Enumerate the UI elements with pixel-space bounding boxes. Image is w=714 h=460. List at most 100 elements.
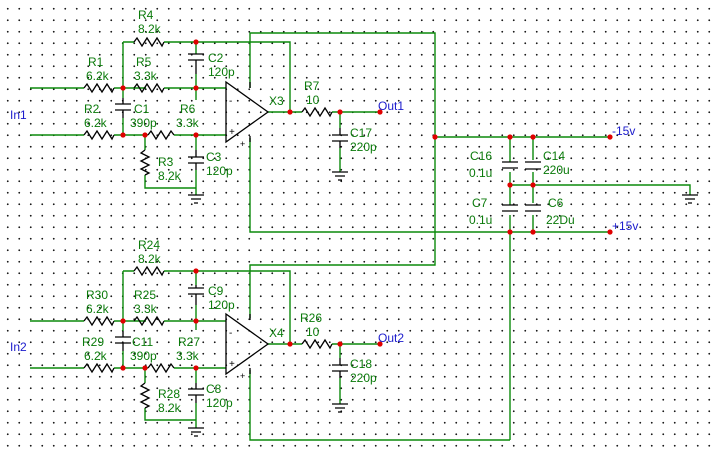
r28-ref-label: R28 xyxy=(158,387,180,401)
capacitor-c2-symbol[interactable] xyxy=(188,53,204,74)
net-label-vneg[interactable]: -15v xyxy=(612,124,635,138)
resistor-r2-symbol[interactable] xyxy=(83,129,115,141)
r30-value-label: 6.2k xyxy=(86,302,110,316)
capacitor-c1-symbol[interactable] xyxy=(115,98,131,118)
c8-ref-label: C8 xyxy=(206,382,222,396)
junctions xyxy=(120,39,613,371)
x3-ref-label: X3 xyxy=(269,94,284,108)
c1-ref-label: C1 xyxy=(134,102,150,116)
capacitor-c17-symbol[interactable] xyxy=(332,128,348,148)
c17-value-label: 220p xyxy=(350,140,377,154)
c3-ref-label: C3 xyxy=(206,150,222,164)
r28-value-label: 8.2k xyxy=(158,401,182,415)
r27-value-label: 3.3k xyxy=(176,349,200,363)
c6-value-label: 22Du xyxy=(546,213,575,227)
c18-ref-label: C18 xyxy=(350,357,372,371)
c9-value-label: 120p xyxy=(208,298,235,312)
capacitor-c11-symbol[interactable] xyxy=(115,331,131,351)
net-label-in2[interactable]: In2 xyxy=(10,340,27,354)
r7-ref-label: R7 xyxy=(304,79,320,93)
c11-ref-label: C11 xyxy=(132,335,153,349)
capacitor-c7-symbol[interactable] xyxy=(502,204,518,212)
r7-value-label: 10 xyxy=(306,93,320,107)
x4-supply-pin-label: + xyxy=(240,371,245,381)
r24-value-label: 8.2k xyxy=(138,252,162,266)
x3-noninverting-pin-label: + xyxy=(229,127,235,138)
r1-value-label: 6.2k xyxy=(86,69,110,83)
ground-symbol xyxy=(188,194,204,204)
x3-supply-pin-label: + xyxy=(240,139,245,149)
resistor-r6-symbol[interactable] xyxy=(147,129,175,141)
r2-value-label: 6.2k xyxy=(84,116,108,130)
r2-ref-label: R2 xyxy=(84,102,100,116)
resistor-r3-symbol[interactable] xyxy=(139,149,151,176)
r6-ref-label: R6 xyxy=(180,102,196,116)
r29-ref-label: R29 xyxy=(82,335,104,349)
net-label-out1[interactable]: Out1 xyxy=(378,99,404,113)
resistor-r4-symbol[interactable] xyxy=(133,36,165,48)
r26-value-label: 10 xyxy=(306,325,320,339)
c7-ref-label: C7 xyxy=(472,196,488,210)
c6-ref-label: C6 xyxy=(548,196,564,210)
r25-ref-label: R25 xyxy=(134,288,156,302)
capacitor-c16-symbol[interactable] xyxy=(502,161,518,169)
x3-inverting-pin-label: - xyxy=(229,96,232,107)
ground-symbol xyxy=(332,403,348,413)
r4-ref-label: R4 xyxy=(138,8,154,22)
capacitor-c6-symbol[interactable] xyxy=(525,204,541,212)
c14-ref-label: C14 xyxy=(543,149,565,163)
ground-symbol xyxy=(188,427,204,437)
ground-symbol xyxy=(332,171,348,181)
resistor-r29-symbol[interactable] xyxy=(83,362,115,374)
c14-value-label: 220u xyxy=(543,163,570,177)
r26-ref-label: R26 xyxy=(300,311,322,325)
x4-noninverting-pin-label: + xyxy=(229,359,235,370)
x4-inverting-pin-label: - xyxy=(229,328,232,339)
opamp-x3-symbol[interactable] xyxy=(225,80,270,144)
c17-ref-label: C17 xyxy=(350,126,372,140)
resistor-r1-symbol[interactable] xyxy=(83,82,115,94)
c7-value-label: 0.1u xyxy=(469,213,492,227)
c11-value-label: 390p xyxy=(130,349,157,363)
resistor-r27-symbol[interactable] xyxy=(147,362,175,374)
r30-ref-label: R30 xyxy=(86,288,108,302)
capacitor-c9-symbol[interactable] xyxy=(188,285,204,305)
c3-value-label: 120p xyxy=(206,164,233,178)
resistor-r30-symbol[interactable] xyxy=(83,315,115,327)
net-label-vpos[interactable]: +15v xyxy=(612,219,638,233)
capacitor-c14-symbol[interactable] xyxy=(525,161,541,170)
r29-value-label: 6.2k xyxy=(84,349,108,363)
resistor-r24-symbol[interactable] xyxy=(133,265,165,277)
c1-value-label: 390p xyxy=(130,116,157,130)
x4-ref-label: X4 xyxy=(269,326,284,340)
resistor-r7-symbol[interactable] xyxy=(301,106,333,118)
r4-value-label: 8.2k xyxy=(138,22,162,36)
c9-ref-label: C9 xyxy=(208,284,224,298)
component-symbols xyxy=(83,36,698,437)
r3-value-label: 8.2k xyxy=(158,169,182,183)
ground-symbol xyxy=(682,194,698,204)
capacitor-c3-symbol[interactable] xyxy=(188,150,204,170)
r5-value-label: 3.3k xyxy=(134,69,158,83)
c2-ref-label: C2 xyxy=(208,51,224,65)
resistor-r26-symbol[interactable] xyxy=(301,338,333,350)
r6-value-label: 3.3k xyxy=(176,116,200,130)
r25-value-label: 3.3k xyxy=(134,302,158,316)
c2-value-label: 120p xyxy=(208,65,235,79)
opamp-x4-symbol[interactable] xyxy=(225,312,270,376)
r5-ref-label: R5 xyxy=(136,55,152,69)
component-labels: R4 8.2k R1 6.2k R5 3.3k C2 120p R2 6.2k … xyxy=(82,8,575,415)
resistor-r5-symbol[interactable] xyxy=(133,82,165,94)
capacitor-c18-symbol[interactable] xyxy=(332,358,348,378)
c16-value-label: 0.1u xyxy=(469,166,492,180)
resistor-r25-symbol[interactable] xyxy=(133,315,165,327)
resistor-r28-symbol[interactable] xyxy=(139,382,151,409)
capacitor-c8-symbol[interactable] xyxy=(188,383,204,403)
c8-value-label: 120p xyxy=(206,396,233,410)
r24-ref-label: R24 xyxy=(138,238,160,252)
net-label-in1[interactable]: In1 xyxy=(10,108,27,122)
net-label-out2[interactable]: Out2 xyxy=(378,331,404,345)
r27-ref-label: R27 xyxy=(178,335,200,349)
c16-ref-label: C16 xyxy=(470,149,492,163)
